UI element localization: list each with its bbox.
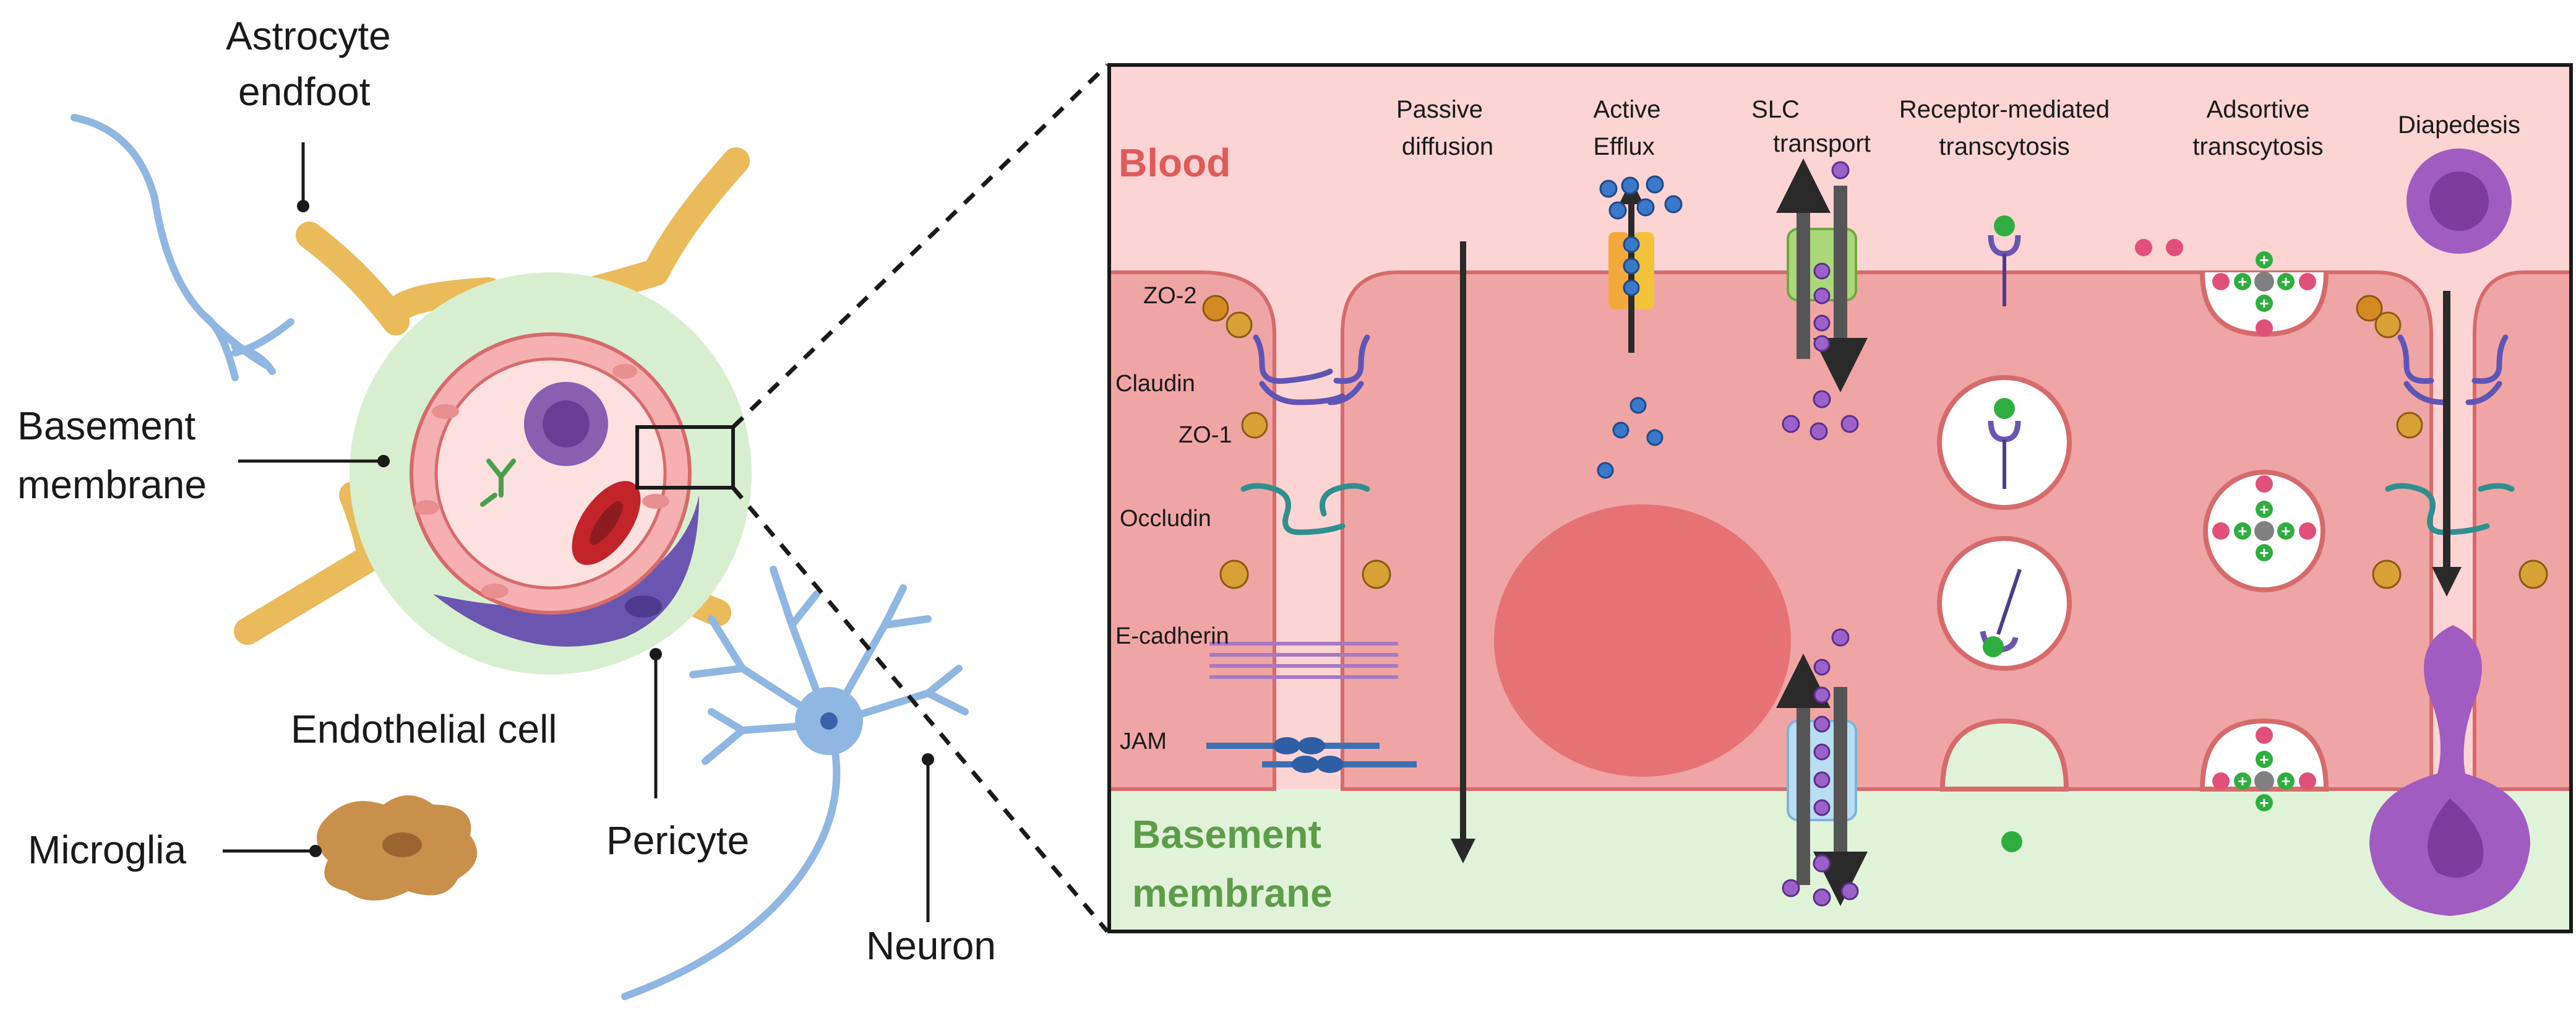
svg-text:+: + xyxy=(2238,272,2247,291)
microglia-label: Microglia xyxy=(28,827,186,872)
svg-text:+: + xyxy=(2238,772,2247,790)
receptor-vesicles xyxy=(1937,215,2072,852)
panel-frame xyxy=(1107,63,2573,933)
microglia-cell xyxy=(317,795,478,901)
junction-labels: ZO-2 Claudin ZO-1 Occludin E-cadherin JA… xyxy=(1115,283,1232,754)
pathway-adsorptive-line2: transcytosis xyxy=(2192,133,2323,160)
zo-proteins xyxy=(1202,295,2548,589)
pathway-receptor-line1: Receptor-mediated xyxy=(1899,96,2110,123)
cell-nucleus xyxy=(1494,504,1791,777)
slc-transporter xyxy=(1776,158,1868,907)
pathway-passive-line1: Passive xyxy=(1396,96,1483,123)
basement-label-line1: Basement xyxy=(17,404,195,448)
svg-text:+: + xyxy=(2259,543,2269,562)
blood-label: Blood xyxy=(1118,140,1230,185)
pathway-efflux-line1: Active xyxy=(1594,96,1661,123)
endothelial-label: Endothelial cell xyxy=(291,707,557,751)
leader-lines xyxy=(223,142,930,922)
vessel-cross-section xyxy=(234,147,752,675)
jam-strands xyxy=(1206,737,1417,773)
neuron-label: Neuron xyxy=(866,923,996,968)
junction-proteins xyxy=(1240,334,2515,535)
detail-panel: + + + + + + + + + + + + xyxy=(1107,63,2573,933)
junction-label-ecadherin: E-cadherin xyxy=(1115,623,1229,649)
svg-text:+: + xyxy=(2259,793,2269,812)
svg-text:+: + xyxy=(2259,294,2269,313)
diapedesis xyxy=(2369,149,2530,916)
astrocyte-process xyxy=(71,114,294,381)
svg-text:+: + xyxy=(2259,750,2269,769)
neuron-nucleus xyxy=(820,712,838,730)
panel-basement-label-line1: Basement xyxy=(1132,812,1321,857)
pathway-diapedesis-line1: Diapedesis xyxy=(2398,111,2520,139)
rbc-center xyxy=(590,501,623,545)
pathway-passive-line2: diffusion xyxy=(1402,133,1493,160)
leukocyte-nucleus xyxy=(543,400,590,447)
endothelial-cell-right xyxy=(2473,270,2573,791)
svg-text:+: + xyxy=(2238,522,2247,540)
efflux-pump xyxy=(1597,175,1683,479)
pericyte-label: Pericyte xyxy=(606,818,749,863)
junction-label-claudin: Claudin xyxy=(1115,371,1195,397)
charged-particles: + + + + + + + + + + + + xyxy=(2135,239,2316,812)
junction-label-zo1: ZO-1 xyxy=(1179,422,1232,448)
e-cadherin-strands xyxy=(1209,642,1398,679)
zoom-box xyxy=(635,425,735,490)
zoom-lines xyxy=(731,63,1109,933)
basement-label-line2: membrane xyxy=(17,462,207,507)
leader-dots xyxy=(297,200,934,857)
adsorptive-vesicles xyxy=(2199,272,2329,792)
pathway-efflux-line2: Efflux xyxy=(1593,133,1654,160)
svg-text:+: + xyxy=(2281,522,2290,540)
neuron-cell xyxy=(621,566,969,1000)
occludin-strands xyxy=(1240,483,2515,535)
antibody-icon xyxy=(480,459,516,507)
svg-text:+: + xyxy=(2259,251,2269,269)
junction-label-occludin: Occludin xyxy=(1120,506,1211,532)
svg-text:+: + xyxy=(2259,500,2269,519)
pathway-receptor-line2: transcytosis xyxy=(1939,133,2069,160)
svg-text:+: + xyxy=(2281,272,2290,291)
astrocyte-label-line2: endfoot xyxy=(238,69,371,114)
pathway-slc-line1: SLC xyxy=(1751,96,1800,123)
svg-text:+: + xyxy=(2281,772,2290,790)
pathway-labels: Passive diffusion Active Efflux SLC tran… xyxy=(1396,96,2520,160)
pericyte-nucleus xyxy=(625,595,662,618)
pathway-slc-line2: transport xyxy=(1773,130,1871,157)
endothelial-cell-left xyxy=(1107,270,1276,791)
astrocyte-label-line1: Astrocyte xyxy=(226,14,391,58)
junction-label-zo2: ZO-2 xyxy=(1143,283,1197,309)
pathway-adsorptive-line1: Adsortive xyxy=(2207,96,2310,123)
junction-label-jam: JAM xyxy=(1120,728,1167,754)
claudin-strands xyxy=(1253,334,2509,405)
endothelial-nuclei xyxy=(414,364,669,598)
panel-basement-label-line2: membrane xyxy=(1132,871,1333,915)
